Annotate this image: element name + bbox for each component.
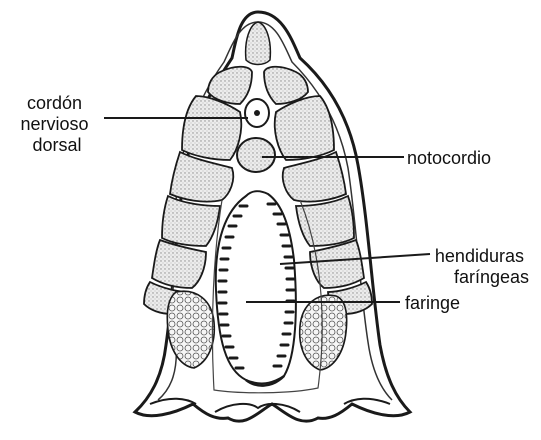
- label-notochord: notocordio: [407, 148, 491, 168]
- label-gill-slits: hendiduras faríngeas: [435, 246, 529, 287]
- label-nerve-cord: cordón nervioso dorsal: [20, 93, 93, 155]
- neural-canal: [254, 110, 260, 116]
- label-pharynx: faringe: [405, 293, 460, 313]
- notochord: [237, 138, 275, 172]
